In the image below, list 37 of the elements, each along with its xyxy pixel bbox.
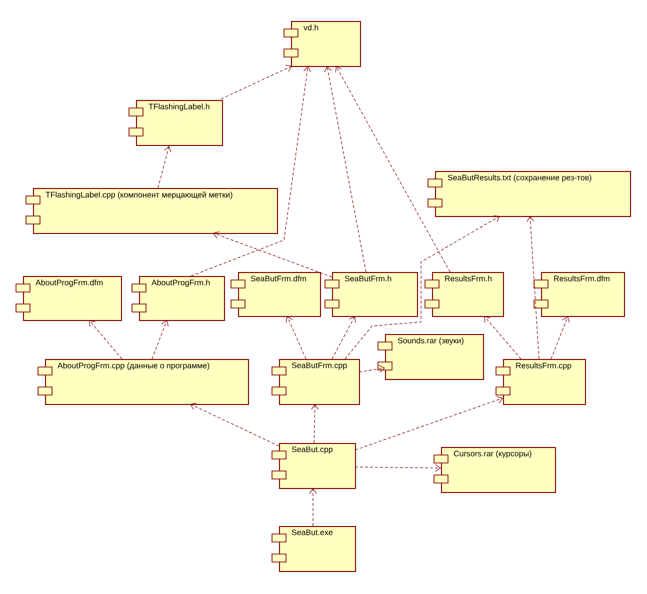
dependency-arrow <box>158 146 172 188</box>
dependency-arrow <box>484 316 522 360</box>
dependency-arrow <box>526 216 540 360</box>
dependency-arrow <box>286 316 306 360</box>
component-box: SeaButFrm.dfm <box>230 272 321 317</box>
dependency-arrow <box>213 231 332 278</box>
dependency-arrow <box>354 464 441 472</box>
component-box: ResultsFrm.h <box>424 272 504 317</box>
component-box: SeaButResults.txt (сохранение рез-тов) <box>428 171 631 217</box>
dependency-arrow <box>190 66 312 276</box>
dependency-arrow <box>190 402 280 446</box>
dependency-arrow <box>354 396 503 450</box>
component-box: SeaBut.cpp <box>272 443 356 489</box>
component-box: TFlashingLabel.cpp (компонент мерцающей метки) <box>26 188 278 234</box>
dependency-arrow <box>358 365 385 373</box>
dependency-arrow <box>335 66 450 272</box>
component-box: ResultsFrm.dfm <box>534 272 625 317</box>
component-box: Cursors.rar (курсоры) <box>434 447 556 493</box>
component-box: vd.h <box>284 21 361 67</box>
component-box: SeaButFrm.h <box>324 272 418 317</box>
component-box: AboutProgFrm.cpp (данные о программе) <box>38 359 249 405</box>
component-box: Sounds.rar (звуки) <box>378 334 484 380</box>
component-box: TFlashingLabel.h <box>128 100 223 146</box>
dependency-arrow <box>89 320 122 360</box>
dependency-arrow <box>311 404 319 444</box>
component-box: SeaBut.exe <box>272 526 356 572</box>
component-box: AboutProgFrm.dfm <box>16 276 122 321</box>
component-box: ResultsFrm.cpp <box>496 359 586 405</box>
dependency-arrow <box>324 66 366 272</box>
dependency-arrow <box>550 316 570 360</box>
dependency-arrow <box>220 64 292 100</box>
dependency-arrow <box>332 316 356 360</box>
dependency-arrow <box>152 320 169 360</box>
component-box: AboutProgFrm.h <box>132 276 225 321</box>
dependency-arrow <box>344 215 500 360</box>
component-box: SeaButFrm.cpp <box>272 359 360 405</box>
dependency-arrow <box>309 488 317 526</box>
